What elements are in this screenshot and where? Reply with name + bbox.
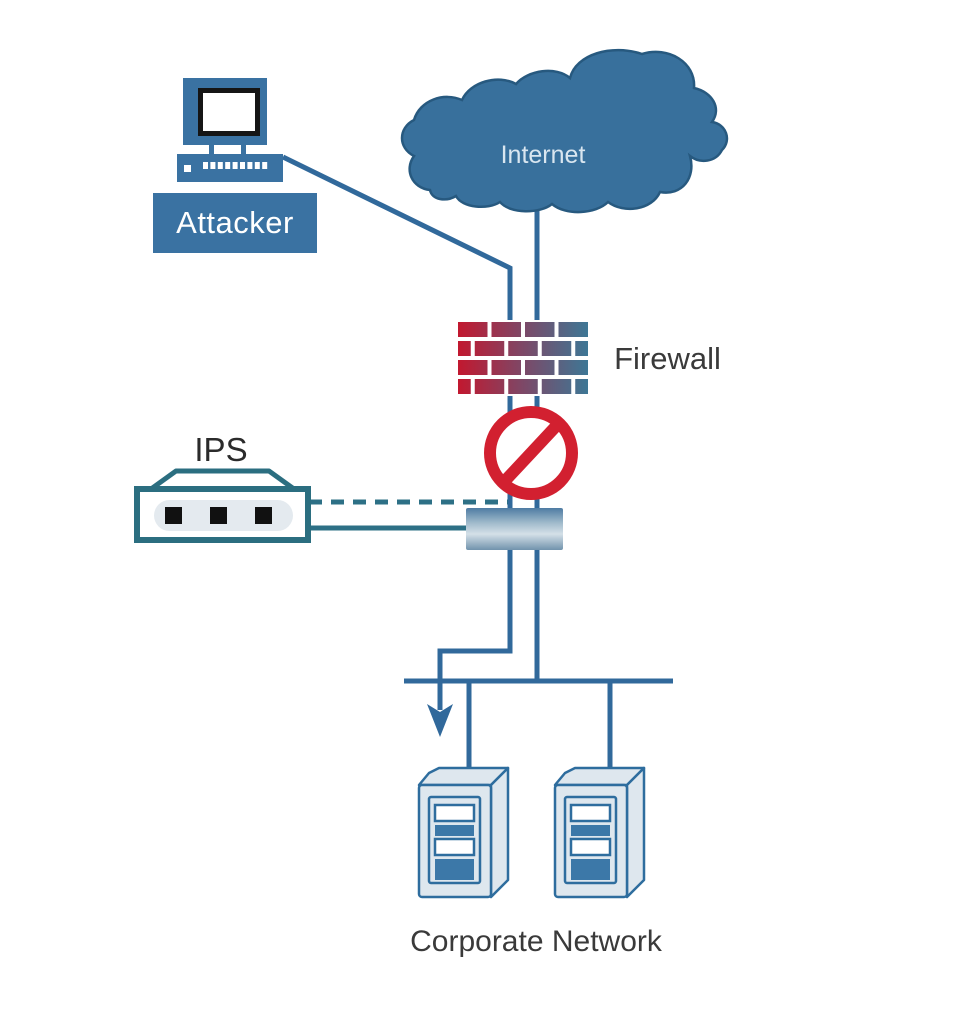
switch-icon — [466, 508, 563, 550]
attacker-computer-icon — [177, 78, 283, 182]
connection-lines — [281, 154, 673, 778]
server-icon-2 — [553, 766, 646, 899]
firewall-icon — [456, 320, 590, 396]
blocked-sign-icon — [484, 406, 578, 500]
attack-arrow-icon — [427, 704, 453, 737]
ips-links — [308, 499, 508, 531]
attacker-connection-line — [281, 154, 513, 710]
internet-label: Internet — [500, 141, 586, 169]
ips-device-icon — [134, 468, 311, 543]
attacker-label: Attacker — [153, 193, 317, 253]
internet-cloud-icon — [400, 48, 729, 214]
firewall-label: Firewall — [614, 341, 721, 376]
corporate-network-label: Corporate Network — [410, 925, 662, 958]
ips-label: IPS — [194, 431, 248, 468]
server-icon-1 — [417, 766, 510, 899]
